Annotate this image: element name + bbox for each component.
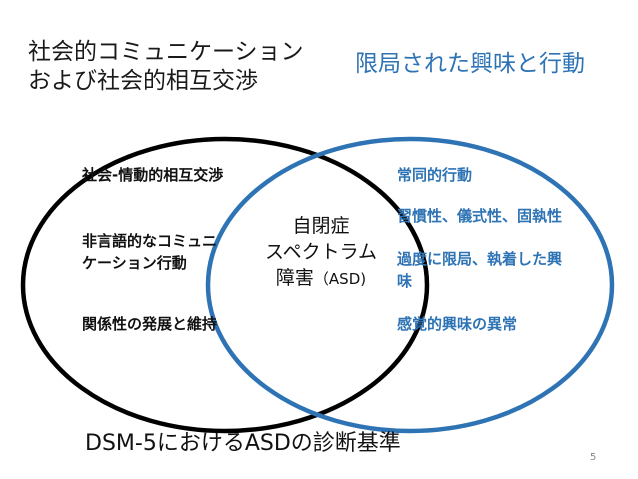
page-number: 5 [590, 452, 597, 463]
right-item-restricted-line1: 過度に限局、執着した興 [397, 250, 563, 268]
center-line3-main: 障害 [275, 267, 314, 289]
left-title-line2: および社会的相互交渉 [28, 68, 258, 94]
left-title-line1: 社会的コミュニケーション [28, 39, 304, 65]
center-line2: スペクトラム [264, 241, 378, 263]
right-circle [205, 136, 615, 434]
right-item-sensory: 感覚的興味の異常 [397, 315, 518, 333]
right-item-stereotyped: 常同的行動 [397, 166, 473, 184]
right-item-restricted-line2: 味 [397, 272, 413, 290]
right-category-title: 限局された興味と行動 [355, 51, 585, 77]
footer-caption: DSM-5におけるASDの診断基準 [85, 431, 401, 456]
center-line3: 障害（ASD) [258, 265, 384, 292]
left-item-nonverbal-line1: 非言語的なコミュニ [82, 232, 218, 250]
left-item-relationships: 関係性の発展と維持 [82, 315, 218, 333]
left-item-social-emotional: 社会-情動的相互交渉 [82, 166, 224, 184]
center-line1: 自閉症 [292, 215, 350, 237]
left-circle [20, 136, 430, 434]
right-item-routines: 習慣性、儀式性、固執性 [397, 207, 563, 225]
left-item-nonverbal-line2: ケーション行動 [82, 254, 187, 272]
left-category-title: 社会的コミュニケーション および社会的相互交渉 [28, 38, 304, 96]
center-label-asd: 自閉症 スペクトラム 障害（ASD) [258, 213, 384, 292]
center-line3-abbrev: （ASD) [313, 270, 367, 288]
